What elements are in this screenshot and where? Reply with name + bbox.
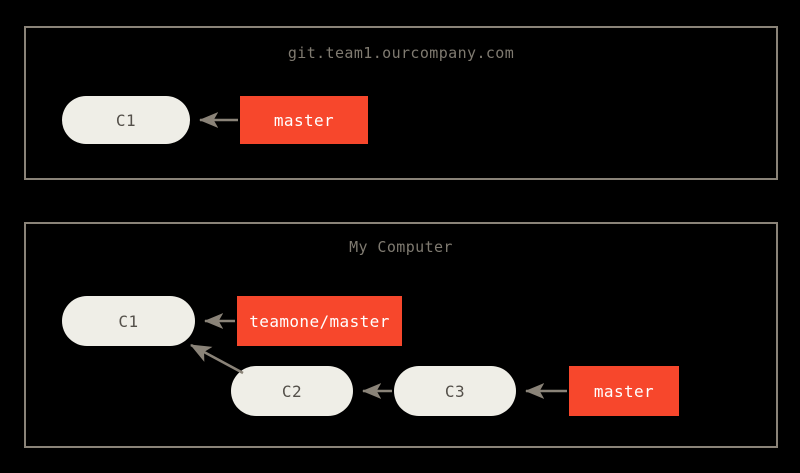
panel-local-title: My Computer	[349, 238, 453, 256]
commit-node-c1-local: C1	[62, 296, 195, 346]
commit-node-c2: C2	[231, 366, 353, 416]
branch-label-master-remote: master	[240, 96, 368, 144]
panel-remote-title: git.team1.ourcompany.com	[287, 44, 515, 62]
branch-label-teamone-master: teamone/master	[237, 296, 402, 346]
commit-node-c3: C3	[394, 366, 516, 416]
branch-label-master-local: master	[569, 366, 679, 416]
commit-node-c1-remote: C1	[62, 96, 190, 144]
